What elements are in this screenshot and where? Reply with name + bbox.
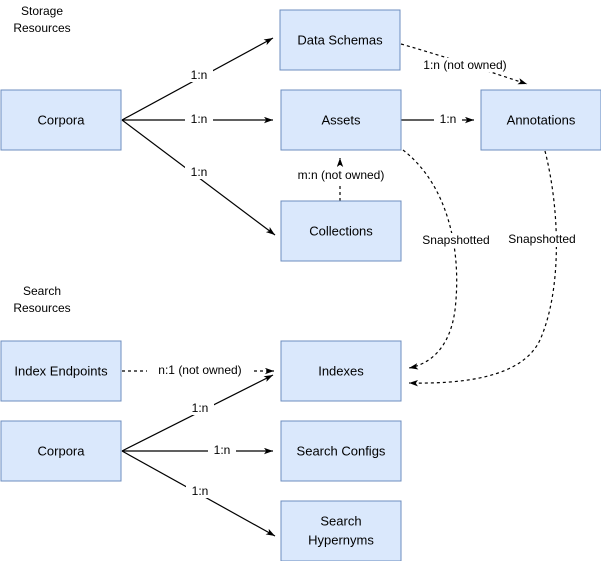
group-title-search-line1: Search	[23, 284, 61, 298]
edge-label-corpora-search-to-search-configs: 1:n	[214, 443, 231, 457]
node-index-endpoints-box[interactable]	[0, 340, 122, 402]
edge-label-assets-to-indexes: Snapshotted	[422, 233, 489, 247]
edge-label-corpora-to-collections: 1:n	[191, 165, 208, 179]
edge-label-backdrop	[147, 364, 253, 379]
node-assets-label: Assets	[321, 112, 361, 127]
node-corpora-storage-box[interactable]	[0, 89, 122, 151]
node-indexes[interactable]: Indexes	[280, 340, 402, 402]
edge-label-collections-to-assets: m:n (not owned)	[298, 168, 385, 182]
edge-label-backdrop	[185, 165, 213, 179]
node-index-endpoints[interactable]: Index Endpoints	[0, 340, 122, 402]
edge-annotations-to-indexes[interactable]: Snapshotted	[408, 150, 584, 387]
group-title-search: Search Resources	[13, 284, 70, 315]
edge-corpora-to-collections[interactable]: 1:n	[121, 119, 276, 236]
edge-label-corpora-to-data-schemas: 1:n	[191, 68, 208, 82]
node-annotations-box[interactable]	[480, 89, 601, 151]
node-collections[interactable]: Collections	[280, 200, 402, 262]
node-index-endpoints-label: Index Endpoints	[14, 363, 108, 378]
edge-corpora-search-to-search-configs[interactable]: 1:n	[122, 443, 273, 458]
edge-label-backdrop	[500, 232, 584, 247]
node-collections-box[interactable]	[280, 200, 402, 262]
edge-label-assets-to-annotations: 1:n	[440, 112, 457, 126]
node-assets-box[interactable]	[280, 89, 402, 151]
node-search-configs-label: Search Configs	[297, 443, 386, 458]
edge-label-backdrop	[185, 113, 213, 127]
node-data-schemas[interactable]: Data Schemas	[279, 9, 401, 71]
edge-label-corpora-search-to-search-hypernyms: 1:n	[192, 484, 209, 498]
group-title-storage-line2: Resources	[13, 21, 70, 35]
edge-assets-to-indexes[interactable]: Snapshotted	[402, 149, 497, 370]
node-data-schemas-box[interactable]	[279, 9, 401, 71]
group-title-storage-line1: Storage	[21, 4, 63, 18]
edge-corpora-to-data-schemas[interactable]: 1:n	[121, 37, 274, 121]
node-corpora-storage[interactable]: Corpora	[0, 89, 122, 151]
node-data-schemas-label: Data Schemas	[297, 32, 383, 47]
edge-label-backdrop	[185, 68, 213, 82]
edge-corpora-search-to-search-hypernyms[interactable]: 1:n	[121, 450, 276, 537]
edge-label-backdrop	[208, 444, 236, 458]
group-title-search-line2: Resources	[13, 301, 70, 315]
edge-label-corpora-to-assets: 1:n	[191, 112, 208, 126]
edge-label-data-schemas-to-annotations: 1:n (not owned)	[423, 58, 506, 72]
node-search-configs-box[interactable]	[280, 420, 402, 482]
edge-index-endpoints-to-indexes[interactable]: n:1 (not owned)	[122, 363, 274, 379]
edge-corpora-search-to-indexes[interactable]: 1:n	[121, 374, 274, 452]
edge-label-index-endpoints-to-indexes: n:1 (not owned)	[158, 363, 241, 377]
node-corpora-search-label: Corpora	[38, 443, 86, 458]
node-indexes-box[interactable]	[280, 340, 402, 402]
edge-label-backdrop	[186, 401, 214, 415]
node-search-hypernyms-label-line2: Hypernyms	[308, 532, 374, 547]
edge-label-backdrop	[283, 168, 399, 183]
node-search-hypernyms-box[interactable]	[280, 500, 402, 561]
edge-label-backdrop	[412, 58, 519, 72]
edge-corpora-to-assets[interactable]: 1:n	[122, 112, 273, 127]
edge-label-annotations-to-indexes: Snapshotted	[508, 232, 575, 246]
group-title-storage: Storage Resources	[13, 4, 70, 35]
node-search-hypernyms-label-line1: Search	[320, 513, 361, 528]
node-assets[interactable]: Assets	[280, 89, 402, 151]
edge-assets-to-annotations[interactable]: 1:n	[401, 112, 474, 127]
node-annotations-label: Annotations	[507, 112, 576, 127]
edge-collections-to-assets[interactable]: m:n (not owned)	[283, 158, 399, 201]
edge-label-corpora-search-to-indexes: 1:n	[192, 401, 209, 415]
node-corpora-search[interactable]: Corpora	[0, 420, 122, 482]
node-search-configs[interactable]: Search Configs	[280, 420, 402, 482]
node-search-hypernyms[interactable]: Search Hypernyms	[280, 500, 402, 561]
node-corpora-storage-label: Corpora	[38, 112, 86, 127]
edge-label-backdrop	[434, 113, 462, 127]
node-annotations[interactable]: Annotations	[480, 89, 601, 151]
node-collections-label: Collections	[309, 223, 373, 238]
edge-data-schemas-to-annotations[interactable]: 1:n (not owned)	[400, 43, 528, 85]
node-indexes-label: Indexes	[318, 363, 364, 378]
edge-label-backdrop	[186, 484, 214, 498]
node-corpora-search-box[interactable]	[0, 420, 122, 482]
edge-label-backdrop	[415, 233, 497, 248]
